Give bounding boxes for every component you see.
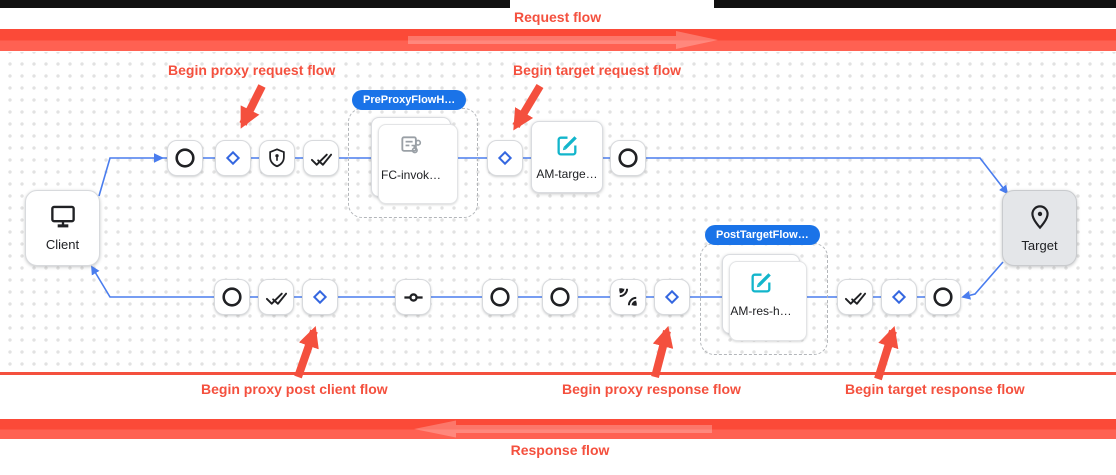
circle-step-icon bbox=[490, 287, 510, 307]
flow-callout-step-label: FC-invok… bbox=[380, 167, 441, 182]
step-node-response-start[interactable] bbox=[925, 279, 961, 315]
step-node-commit-point[interactable] bbox=[395, 279, 431, 315]
annotation-begin-target-response: Begin target response flow bbox=[845, 381, 1025, 397]
step-node-verify-security[interactable] bbox=[259, 140, 295, 176]
response-flow-arrow-icon bbox=[414, 420, 712, 438]
step-node-signal[interactable] bbox=[610, 279, 646, 315]
target-node[interactable]: Target bbox=[1002, 190, 1077, 266]
pre-proxy-flow-hook-badge[interactable]: PreProxyFlowH… bbox=[352, 90, 467, 110]
condition-diamond-icon bbox=[225, 150, 241, 166]
step-node-target-request-condition[interactable] bbox=[487, 140, 523, 176]
monitor-icon bbox=[50, 205, 75, 228]
response-flow-title: Response flow bbox=[510, 442, 610, 458]
canvas-bottom-red-line bbox=[0, 372, 1116, 375]
step-node-proxy-response-condition[interactable] bbox=[654, 279, 690, 315]
flow-callout-step-card[interactable]: FC-invok… bbox=[371, 117, 458, 204]
step-node-request-start[interactable] bbox=[167, 140, 203, 176]
edit-pencil-icon bbox=[751, 273, 771, 293]
double-check-icon bbox=[265, 292, 287, 305]
circle-step-icon bbox=[550, 287, 570, 307]
step-node-response-circle-2[interactable] bbox=[542, 279, 578, 315]
step-node-assign-target-response[interactable] bbox=[837, 279, 873, 315]
step-node-response-circle-1[interactable] bbox=[482, 279, 518, 315]
signal-waves-icon bbox=[619, 288, 637, 306]
condition-diamond-icon bbox=[664, 289, 680, 305]
request-flow-arrow-icon bbox=[408, 31, 718, 49]
step-node-target-response-condition[interactable] bbox=[881, 279, 917, 315]
step-node-post-client-end[interactable] bbox=[214, 279, 250, 315]
location-pin-icon bbox=[1030, 205, 1049, 230]
step-node-request-end[interactable] bbox=[610, 140, 646, 176]
circle-step-icon bbox=[933, 287, 953, 307]
flow-canvas bbox=[0, 52, 1116, 372]
post-target-flow-hook-badge[interactable]: PostTargetFlow… bbox=[705, 225, 820, 245]
annotation-begin-proxy-response: Begin proxy response flow bbox=[562, 381, 741, 397]
assign-message-response-card[interactable]: AM-res-h… bbox=[722, 254, 807, 341]
assign-message-response-label: AM-res-h… bbox=[730, 304, 792, 318]
step-node-proxy-request-condition[interactable] bbox=[215, 140, 251, 176]
assign-message-target-label: AM-targe… bbox=[536, 167, 598, 181]
circle-step-icon bbox=[222, 287, 242, 307]
condition-diamond-icon bbox=[312, 289, 328, 305]
request-flow-band bbox=[0, 29, 1116, 51]
commit-point-icon bbox=[403, 292, 423, 302]
annotation-begin-proxy-post-client: Begin proxy post client flow bbox=[201, 381, 388, 397]
request-flow-title: Request flow bbox=[514, 9, 602, 25]
step-node-assign-request[interactable] bbox=[303, 140, 339, 176]
client-label: Client bbox=[45, 237, 80, 252]
flow-callout-icon bbox=[401, 135, 422, 153]
annotation-begin-target-request: Begin target request flow bbox=[513, 62, 682, 78]
condition-diamond-icon bbox=[891, 289, 907, 305]
double-check-icon bbox=[844, 292, 866, 305]
annotation-begin-proxy-request: Begin proxy request flow bbox=[168, 62, 336, 78]
double-check-icon bbox=[310, 153, 332, 166]
step-node-assign-post-client[interactable] bbox=[258, 279, 294, 315]
circle-step-icon bbox=[618, 148, 638, 168]
target-label: Target bbox=[1021, 238, 1058, 253]
assign-message-target-card[interactable]: AM-targe… bbox=[531, 121, 603, 193]
condition-diamond-icon bbox=[497, 150, 513, 166]
step-node-post-client-condition[interactable] bbox=[302, 279, 338, 315]
circle-step-icon bbox=[175, 148, 195, 168]
client-node[interactable]: Client bbox=[25, 190, 100, 266]
top-black-bar-gap bbox=[510, 0, 714, 8]
shield-key-icon bbox=[269, 148, 285, 168]
edit-pencil-icon bbox=[557, 136, 577, 156]
response-flow-band bbox=[0, 419, 1116, 439]
